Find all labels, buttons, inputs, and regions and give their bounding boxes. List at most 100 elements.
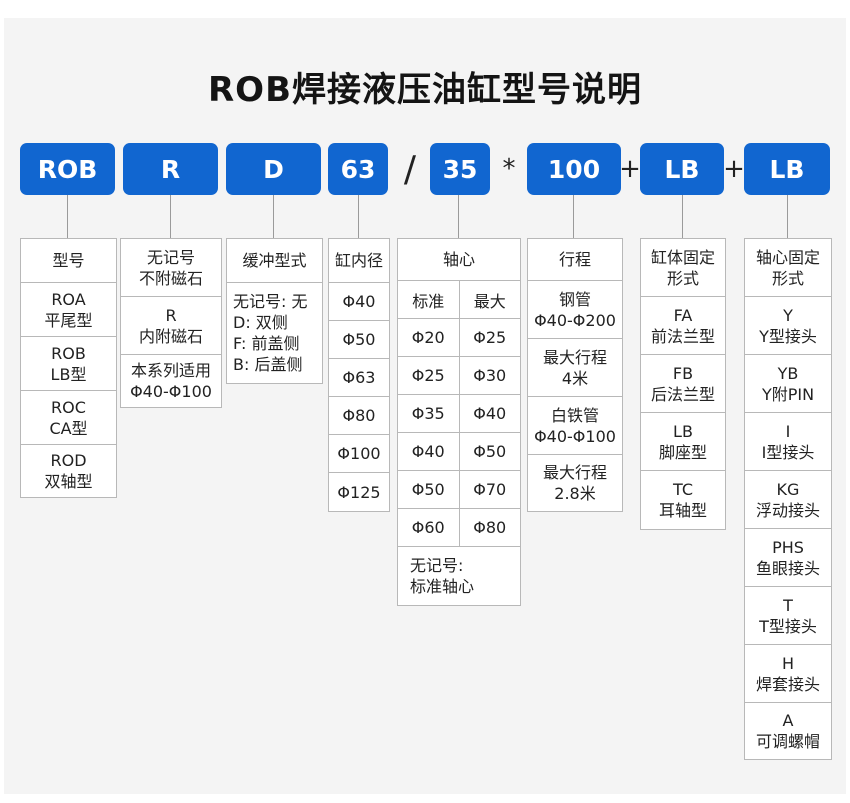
- magnet-header-line: 不附磁石: [138, 268, 203, 288]
- stroke-line: 钢管: [558, 289, 591, 309]
- bore-header: 缸内径: [329, 239, 389, 283]
- stroke-white-max: 最大行程 2.8米: [528, 455, 622, 511]
- rod-row: Φ60 Φ80: [398, 509, 520, 547]
- rod-mount-desc: 浮动接头: [755, 500, 820, 520]
- rod-max: Φ70: [473, 480, 507, 499]
- stroke-line: 2.8米: [554, 484, 596, 503]
- rod-max: Φ30: [473, 366, 507, 385]
- connector-line: [358, 195, 359, 238]
- bore-value: Φ63: [329, 359, 389, 397]
- body-mount-desc: 前法兰型: [650, 326, 715, 346]
- connector-line: [170, 195, 171, 238]
- connector-line: [458, 195, 459, 238]
- plus-separator-1: +: [619, 154, 641, 184]
- rod-standard: Φ20: [398, 319, 460, 356]
- rod-mount-code: I: [785, 421, 791, 441]
- rod-mount-desc: Y型接头: [759, 326, 817, 346]
- rod-mount-code: PHS: [772, 537, 804, 557]
- body-mount-item: FB 后法兰型: [641, 355, 725, 413]
- model-code: ROD: [50, 451, 87, 470]
- bore-value: Φ50: [329, 321, 389, 359]
- rod-row: Φ35 Φ40: [398, 395, 520, 433]
- rod-subheader-row: 标准 最大: [398, 281, 520, 319]
- rod-mount-header-line: 轴心固定: [755, 247, 820, 267]
- magnet-column: 无记号 不附磁石 R 内附磁石 本系列适用 Φ40-Φ100: [120, 238, 222, 408]
- model-code: ROC: [51, 397, 86, 417]
- magnet-desc: 内附磁石: [138, 326, 203, 346]
- bore-value: Φ125: [337, 482, 381, 502]
- rod-mount-item: KG 浮动接头: [745, 471, 831, 529]
- bore-value: Φ40: [329, 283, 389, 321]
- stroke-white: 白铁管 Φ40-Φ100: [528, 397, 622, 455]
- magnet-note-line: Φ40-Φ100: [130, 382, 212, 401]
- cushion-header: 缓冲型式: [227, 239, 322, 283]
- rod-mount-desc: I型接头: [761, 442, 815, 462]
- code-series-pill: ROB: [20, 143, 115, 195]
- rod-max: Φ80: [473, 518, 507, 537]
- bore-header-label: 缸内径: [334, 251, 383, 270]
- rod-standard: Φ40: [398, 433, 460, 470]
- magnet-note-line: 本系列适用: [130, 361, 211, 380]
- code-body-mount-pill: LB: [640, 143, 724, 195]
- model-item: ROD 双轴型: [21, 445, 116, 497]
- bore-column: 缸内径 Φ40 Φ50 Φ63 Φ80 Φ100 Φ125: [328, 238, 390, 512]
- rod-mount-code: YB: [777, 363, 799, 383]
- model-item: ROA 平尾型: [21, 283, 116, 337]
- body-mount-header-line: 缸体固定: [650, 247, 715, 267]
- rod-row: Φ40 Φ50: [398, 433, 520, 471]
- rod-mount-header-line: 形式: [771, 268, 804, 288]
- stroke-line: 最大行程: [542, 463, 607, 482]
- rod-mount-item: Y Y型接头: [745, 297, 831, 355]
- cushion-option: 无记号: 无: [233, 292, 308, 311]
- body-mount-desc: 后法兰型: [650, 384, 715, 404]
- rod-mount-code: Y: [783, 305, 793, 325]
- rod-mount-item: T T型接头: [745, 587, 831, 645]
- body-mount-item: TC 耳轴型: [641, 471, 725, 529]
- code-rod-pill: 35: [430, 143, 490, 195]
- rod-note: 无记号: 标准轴心: [398, 547, 520, 605]
- rod-mount-code: KG: [776, 479, 800, 499]
- cushion-header-label: 缓冲型式: [242, 251, 307, 270]
- rod-mount-item: I I型接头: [745, 413, 831, 471]
- model-column: 型号 ROA 平尾型 ROB LB型 ROC CA型 ROD 双轴型: [20, 238, 117, 498]
- bore-value: Φ80: [329, 397, 389, 435]
- code-cushion-pill: D: [226, 143, 321, 195]
- connector-line: [682, 195, 683, 238]
- body-mount-code: FB: [672, 363, 694, 383]
- stroke-line: 4米: [561, 368, 589, 388]
- model-desc: 双轴型: [44, 472, 93, 491]
- plus-separator-2: +: [723, 154, 745, 184]
- stroke-line: Φ40-Φ200: [534, 310, 616, 330]
- rod-subheader-max: 最大: [473, 291, 506, 311]
- model-item: ROC CA型: [21, 391, 116, 445]
- rod-mount-item: PHS 鱼眼接头: [745, 529, 831, 587]
- rod-row: Φ50 Φ70: [398, 471, 520, 509]
- rod-standard: Φ60: [398, 509, 460, 546]
- connector-line: [67, 195, 68, 238]
- rod-mount-desc: 可调螺帽: [755, 732, 820, 751]
- model-header: 型号: [21, 239, 116, 283]
- stroke-steel: 钢管 Φ40-Φ200: [528, 281, 622, 339]
- connector-line: [573, 195, 574, 238]
- model-code: ROA: [51, 289, 86, 309]
- cushion-option: F: 前盖侧: [233, 334, 300, 353]
- rod-mount-item: YB Y附PIN: [745, 355, 831, 413]
- cushion-options: 无记号: 无 D: 双侧 F: 前盖侧 B: 后盖侧: [227, 283, 322, 383]
- body-mount-code: FA: [673, 305, 693, 325]
- stroke-header-label: 行程: [558, 250, 591, 269]
- rod-header-label: 轴心: [442, 250, 475, 269]
- rod-mount-code: T: [783, 595, 793, 615]
- rod-note-line: 无记号:: [410, 556, 464, 575]
- rod-max: Φ25: [473, 328, 507, 347]
- rod-max: Φ50: [473, 442, 507, 461]
- body-mount-desc: 脚座型: [658, 442, 707, 462]
- rod-standard: Φ50: [398, 471, 460, 508]
- model-desc: LB型: [50, 364, 87, 384]
- rod-mount-item: H 焊套接头: [745, 645, 831, 703]
- body-mount-column: 缸体固定 形式 FA 前法兰型 FB 后法兰型 LB 脚座型 TC 耳轴型: [640, 238, 726, 530]
- model-item: ROB LB型: [21, 337, 116, 391]
- magnet-r-item: R 内附磁石: [121, 297, 221, 355]
- code-bore-pill: 63: [328, 143, 388, 195]
- cushion-column: 缓冲型式 无记号: 无 D: 双侧 F: 前盖侧 B: 后盖侧: [226, 238, 323, 384]
- stroke-header: 行程: [528, 239, 622, 281]
